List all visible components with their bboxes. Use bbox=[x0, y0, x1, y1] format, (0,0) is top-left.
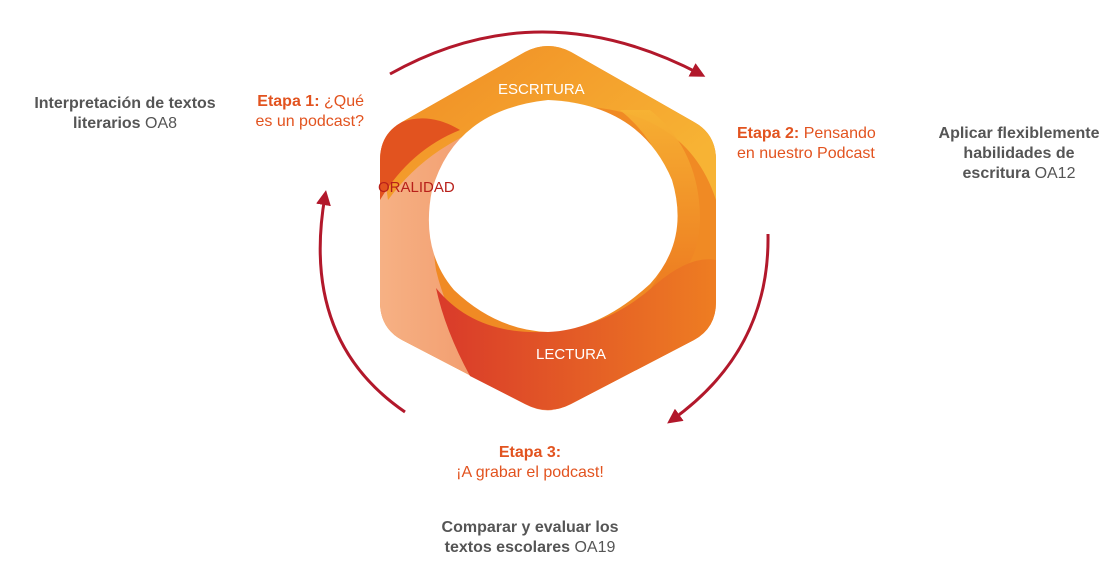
etapa-2-line1: Pensando bbox=[803, 125, 876, 142]
label-escritura: ESCRITURA bbox=[498, 81, 585, 98]
center-hole bbox=[428, 100, 678, 332]
label-lectura: LECTURA bbox=[536, 346, 607, 363]
objective-bottom: Comparar y evaluar los textos escolares … bbox=[420, 518, 640, 558]
etapa-1: Etapa 1: ¿Qué es un podcast? bbox=[226, 92, 364, 132]
objective-left: Interpretación de textos literarios OA8 bbox=[30, 94, 220, 134]
etapa-2-label: Etapa 2: bbox=[737, 125, 800, 142]
band-lectura bbox=[436, 259, 716, 410]
arrow-right bbox=[667, 233, 770, 424]
arrow-top bbox=[389, 30, 706, 77]
objective-right-code: OA12 bbox=[1034, 165, 1076, 182]
objective-right: Aplicar flexiblemente habilidades de esc… bbox=[924, 124, 1114, 184]
objective-bottom-line1: Comparar y evaluar los bbox=[441, 519, 619, 536]
band-escritura bbox=[385, 46, 716, 200]
objective-right-line1: Aplicar flexiblemente bbox=[938, 125, 1100, 142]
etapa-3-label: Etapa 3: bbox=[498, 444, 562, 461]
objective-left-line1: Interpretación de textos bbox=[34, 95, 216, 112]
etapa-1-line1: ¿Qué bbox=[323, 93, 364, 110]
etapa-2: Etapa 2: Pensando en nuestro Podcast bbox=[737, 124, 907, 164]
objective-bottom-line2: textos escolares bbox=[444, 539, 571, 556]
band-oralidad bbox=[380, 120, 553, 411]
objective-right-line3: escritura bbox=[962, 165, 1031, 182]
etapa-3-line2: ¡A grabar el podcast! bbox=[456, 464, 604, 481]
objective-right-line2: habilidades de bbox=[963, 145, 1075, 162]
etapa-3: Etapa 3: ¡A grabar el podcast! bbox=[430, 443, 630, 483]
cycle-arrows bbox=[316, 30, 770, 424]
accent-top-left bbox=[380, 118, 460, 200]
etapa-1-label: Etapa 1: bbox=[257, 93, 320, 110]
objective-left-code: OA8 bbox=[145, 115, 178, 132]
objective-left-line2: literarios bbox=[72, 115, 141, 132]
label-oralidad: ORALIDAD bbox=[378, 179, 455, 196]
band-right bbox=[620, 110, 700, 290]
hexagon-ring bbox=[380, 46, 716, 411]
etapa-2-line2: en nuestro Podcast bbox=[737, 145, 875, 162]
etapa-1-line2: es un podcast? bbox=[255, 113, 364, 130]
arrow-left bbox=[316, 190, 406, 414]
objective-bottom-code: OA19 bbox=[574, 539, 616, 556]
